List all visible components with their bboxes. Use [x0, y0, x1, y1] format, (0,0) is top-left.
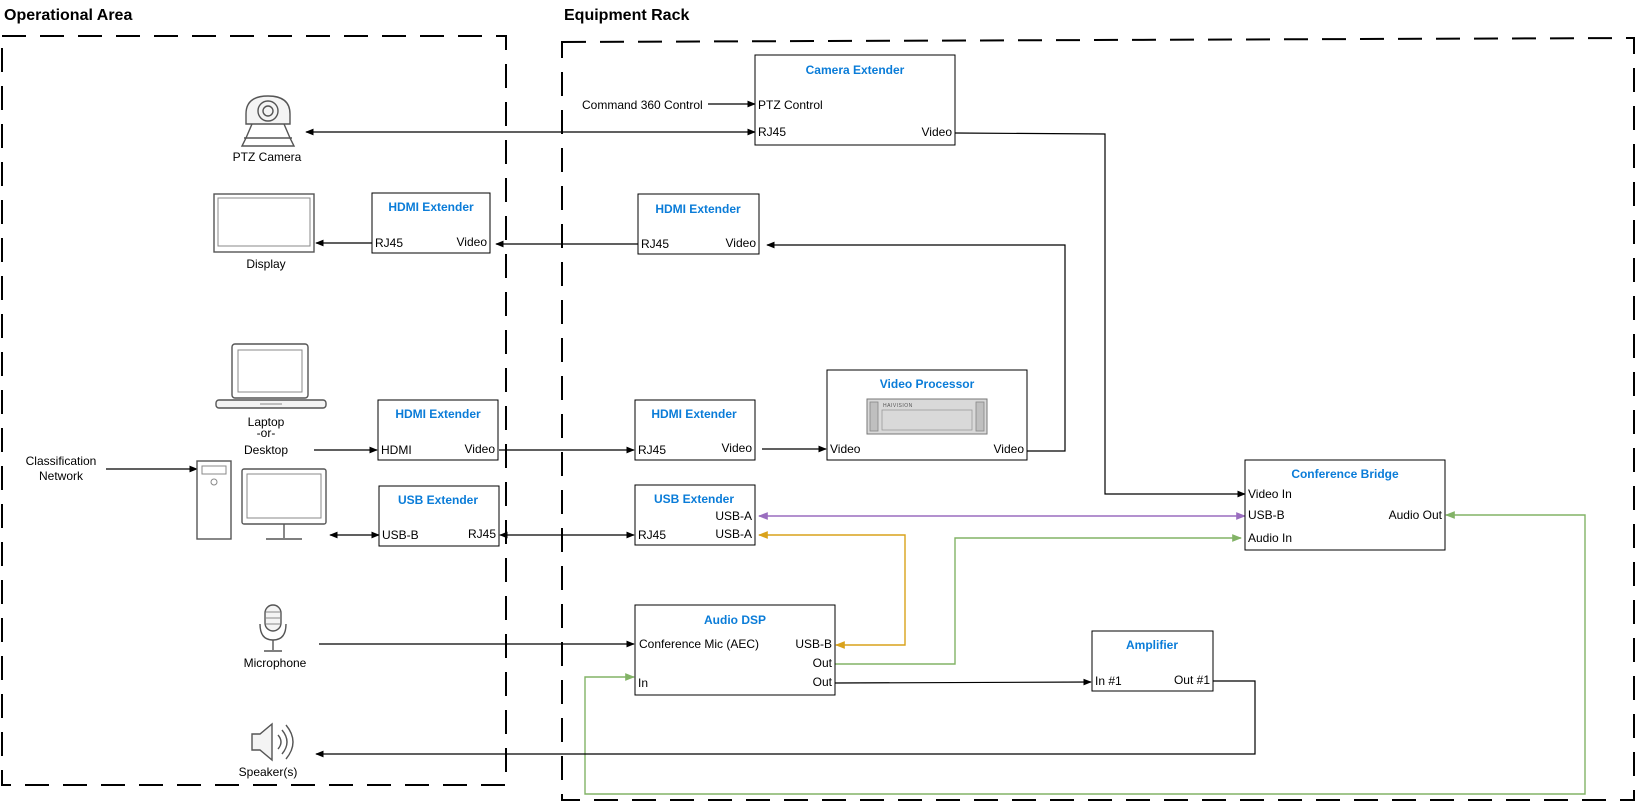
command-control-label: Command 360 Control — [582, 98, 703, 112]
audio-dsp-usbb-port: USB-B — [795, 637, 832, 651]
audio-dsp-in-port: In — [638, 676, 648, 690]
usb-extender-operational-rj45-port: RJ45 — [468, 527, 496, 541]
hdmi-extender-laptop-video-port: Video — [465, 442, 496, 456]
hdmi-extender-rack-mid: HDMI Extender RJ45 Video — [634, 399, 756, 461]
hdmi-extender-display: HDMI Extender RJ45 Video — [371, 192, 491, 254]
hdmi-extender-display-title: HDMI Extender — [388, 200, 474, 214]
usb-extender-operational-title: USB Extender — [398, 493, 478, 507]
usb-extender-rack-rj45-port: RJ45 — [638, 528, 666, 542]
classification-network: Classification Network — [26, 454, 97, 483]
hdmi-extender-rack-top-box — [637, 193, 760, 255]
hdmi-extender-display-video-port: Video — [457, 235, 488, 249]
conference-bridge-box — [1244, 459, 1446, 551]
amplifier-box — [1091, 630, 1214, 692]
camera-extender-rj45-port: RJ45 — [758, 125, 786, 139]
rack-unit-brand: HAIVISION — [883, 403, 913, 409]
conference-bridge-audio-in-port: Audio In — [1248, 531, 1292, 545]
conference-bridge-usbb-port: USB-B — [1248, 508, 1285, 522]
speakers: Speaker(s) — [239, 722, 298, 779]
laptop-label-3: Desktop — [244, 443, 288, 457]
usb-extender-operational-usbb-port: USB-B — [382, 528, 419, 542]
speaker-icon — [251, 722, 294, 762]
video-processor-output-port: Video — [994, 442, 1025, 456]
hdmi-extender-rack-top: HDMI Extender RJ45 Video — [637, 193, 760, 255]
amplifier-out-port: Out #1 — [1174, 673, 1210, 687]
operational-area-title: Operational Area — [4, 7, 132, 24]
amplifier-in-port: In #1 — [1095, 674, 1122, 688]
laptop: Laptop -or- Desktop — [215, 343, 327, 457]
usb-extender-rack-usba-port-2: USB-A — [715, 527, 752, 541]
laptop-icon — [215, 343, 327, 409]
hdmi-extender-laptop-box — [377, 399, 499, 461]
hdmi-extender-rack-mid-rj45-port: RJ45 — [638, 443, 666, 457]
camera-extender-ptz-port: PTZ Control — [758, 98, 823, 112]
classification-label-2: Network — [39, 469, 84, 483]
camera-extender-video-port: Video — [922, 125, 953, 139]
usb-extender-rack: USB Extender USB-A RJ45 USB-A — [634, 484, 756, 546]
wire-bridge-dsp — [584, 511, 1586, 795]
usb-extender-operational-box — [378, 485, 500, 547]
rack-unit-icon: HAIVISION — [866, 398, 988, 435]
audio-dsp-title: Audio DSP — [704, 613, 766, 627]
ptz-camera-label: PTZ Camera — [233, 150, 302, 164]
connections — [106, 100, 1586, 795]
equipment-rack-border — [561, 36, 1635, 801]
hdmi-extender-rack-top-title: HDMI Extender — [655, 202, 741, 216]
desktop-tower-icon — [196, 460, 232, 540]
desktop-monitor-icon — [241, 468, 327, 540]
conference-bridge-audio-out-port: Audio Out — [1389, 508, 1443, 522]
audio-dsp-out-port-2: Out — [813, 675, 833, 689]
conference-bridge: Conference Bridge Video In USB-B Audio O… — [1244, 459, 1446, 551]
wire-dsp-amp — [834, 678, 1092, 686]
hdmi-extender-rack-mid-video-port: Video — [722, 441, 753, 455]
audio-dsp-mic-port: Conference Mic (AEC) — [639, 637, 759, 651]
camera-extender-box — [754, 54, 956, 146]
classification-label-1: Classification — [26, 454, 97, 468]
display-icon — [213, 193, 315, 253]
hdmi-extender-display-box — [371, 192, 491, 254]
hdmi-extender-rack-mid-box — [634, 399, 756, 461]
hdmi-extender-laptop-hdmi-port: HDMI — [381, 443, 412, 457]
video-processor: Video Processor HAIVISION Video Video — [826, 369, 1028, 461]
hdmi-extender-rack-top-video-port: Video — [726, 236, 757, 250]
amplifier-title: Amplifier — [1126, 638, 1178, 652]
microphone: Microphone — [244, 604, 307, 670]
camera-extender-title: Camera Extender — [806, 63, 905, 77]
microphone-label: Microphone — [244, 656, 307, 670]
ptz-camera-icon — [240, 95, 296, 147]
laptop-label-1: Laptop — [248, 415, 285, 429]
audio-dsp-out-port-1: Out — [813, 656, 833, 670]
conference-bridge-title: Conference Bridge — [1291, 467, 1399, 481]
speakers-label: Speaker(s) — [239, 765, 298, 779]
hdmi-extender-rack-top-rj45-port: RJ45 — [641, 237, 669, 251]
usb-extender-rack-usba-port-1: USB-A — [715, 509, 752, 523]
conference-bridge-video-in-port: Video In — [1248, 487, 1292, 501]
audio-dsp: Audio DSP Conference Mic (AEC) USB-B Out… — [634, 604, 836, 696]
usb-extender-rack-box — [634, 484, 756, 546]
operational-area: Operational Area — [1, 7, 507, 786]
hdmi-extender-laptop-title: HDMI Extender — [395, 407, 481, 421]
wire-processor-hdmi — [766, 241, 1066, 452]
display-label: Display — [246, 257, 285, 271]
video-processor-input-port: Video — [830, 442, 861, 456]
wire-camera-video-bridge — [954, 132, 1246, 498]
wire-amp-speaker — [315, 680, 1256, 758]
camera-extender: Camera Extender PTZ Control RJ45 Video — [754, 54, 956, 146]
equipment-rack-title: Equipment Rack — [564, 7, 689, 24]
usb-extender-operational: USB Extender USB-B RJ45 — [378, 485, 500, 547]
hdmi-extender-display-rj45-port: RJ45 — [375, 236, 403, 250]
audio-dsp-box — [634, 604, 836, 696]
desktop-computer — [196, 460, 327, 540]
laptop-label-2: -or- — [257, 426, 276, 440]
display: Display — [213, 193, 315, 271]
amplifier: Amplifier In #1 Out #1 — [1091, 630, 1214, 692]
hdmi-extender-laptop: HDMI Extender HDMI Video — [377, 399, 499, 461]
video-processor-title: Video Processor — [880, 377, 975, 391]
usb-extender-rack-title: USB Extender — [654, 492, 734, 506]
hdmi-extender-rack-mid-title: HDMI Extender — [651, 407, 737, 421]
equipment-rack: Equipment Rack — [561, 7, 1635, 801]
microphone-icon — [259, 604, 287, 652]
ptz-camera: PTZ Camera — [233, 95, 302, 164]
